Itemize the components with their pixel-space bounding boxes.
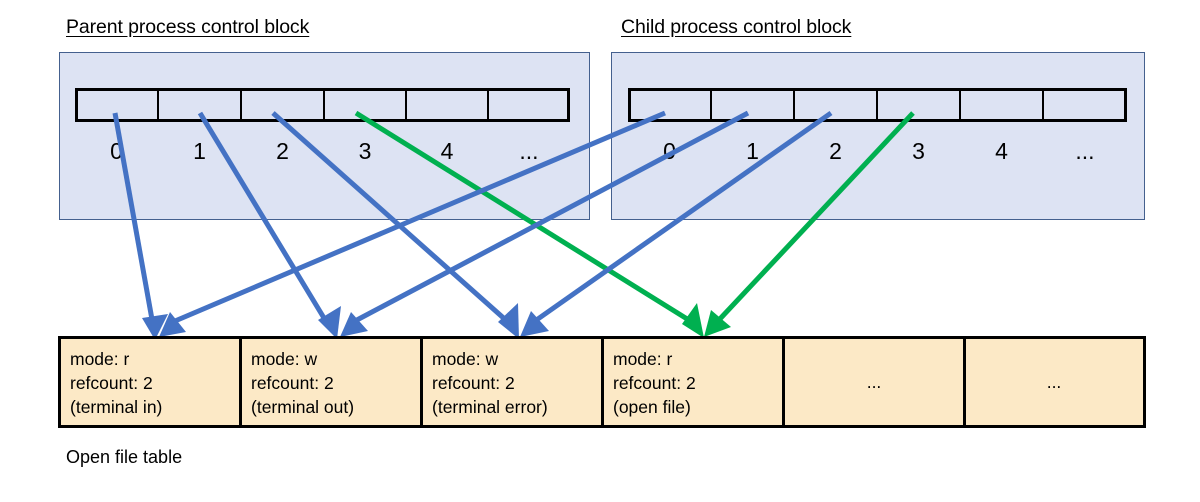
parent-index-5: ... <box>519 138 539 164</box>
parent-index-2: 2 <box>276 138 289 164</box>
parent-index-3: 3 <box>358 138 372 164</box>
open-file-entry-5-ellipsis: ... <box>1046 371 1062 392</box>
open-file-entry-3-refcount: refcount: 2 <box>613 373 696 394</box>
child-process-control-block <box>611 52 1145 220</box>
open-file-entry-0-desc: (terminal in) <box>70 397 163 418</box>
open-file-entry-0[interactable]: mode: r refcount: 2 (terminal in) <box>61 339 242 425</box>
open-file-entry-0-mode: mode: r <box>70 349 130 369</box>
parent-process-control-block <box>59 52 590 220</box>
parent-fd-slot-5[interactable] <box>488 88 570 122</box>
open-file-entry-1[interactable]: mode: w refcount: 2 (terminal out) <box>242 339 423 425</box>
open-file-entry-2-refcount: refcount: 2 <box>432 373 515 394</box>
child-index-row: 0 1 2 3 4 ... <box>628 140 1127 163</box>
open-file-entry-4-ellipsis: ... <box>866 371 882 392</box>
child-fd-slot-1[interactable] <box>711 88 794 122</box>
parent-block-title: Parent process control block <box>66 16 310 38</box>
child-fd-slot-0[interactable] <box>628 88 711 122</box>
parent-fd-slot-row <box>75 88 570 122</box>
child-fd-slot-3[interactable] <box>877 88 960 122</box>
open-file-entry-1-desc: (terminal out) <box>251 397 355 418</box>
open-file-entry-2[interactable]: mode: w refcount: 2 (terminal error) <box>423 339 604 425</box>
parent-fd-slot-0[interactable] <box>75 88 158 122</box>
open-file-table-label: Open file table <box>66 447 183 467</box>
open-file-table: mode: r refcount: 2 (terminal in) mode: … <box>58 336 1146 428</box>
parent-index-0: 0 <box>110 138 123 164</box>
child-fd-slot-row <box>628 88 1127 122</box>
open-file-entry-3-desc: (open file) <box>613 397 691 418</box>
child-fd-slot-4[interactable] <box>960 88 1043 122</box>
open-file-entry-2-mode: mode: w <box>432 349 499 369</box>
child-index-1: 1 <box>746 138 759 164</box>
child-index-5: ... <box>1075 138 1095 164</box>
open-file-entry-2-desc: (terminal error) <box>432 397 548 418</box>
open-file-entry-1-mode: mode: w <box>251 349 318 369</box>
child-block-title: Child process control block <box>621 16 852 38</box>
open-file-entry-3[interactable]: mode: r refcount: 2 (open file) <box>604 339 785 425</box>
parent-fd-slot-4[interactable] <box>406 88 488 122</box>
open-file-entry-1-refcount: refcount: 2 <box>251 373 334 394</box>
child-fd-slot-5[interactable] <box>1043 88 1127 122</box>
child-index-4: 4 <box>995 138 1008 164</box>
child-index-3: 3 <box>912 138 925 164</box>
parent-fd-slot-2[interactable] <box>241 88 324 122</box>
child-index-0: 0 <box>663 138 676 164</box>
open-file-entry-0-refcount: refcount: 2 <box>70 373 153 394</box>
open-file-entry-3-mode: mode: r <box>613 349 673 369</box>
open-file-entry-5[interactable]: ... <box>966 339 1142 425</box>
parent-fd-slot-1[interactable] <box>158 88 241 122</box>
parent-index-4: 4 <box>440 138 454 164</box>
open-file-entry-4[interactable]: ... <box>785 339 966 425</box>
child-fd-slot-2[interactable] <box>794 88 877 122</box>
child-index-2: 2 <box>829 138 842 164</box>
parent-index-row: 0 1 2 3 4 ... <box>75 140 570 163</box>
parent-fd-slot-3[interactable] <box>324 88 406 122</box>
parent-index-1: 1 <box>193 138 206 164</box>
